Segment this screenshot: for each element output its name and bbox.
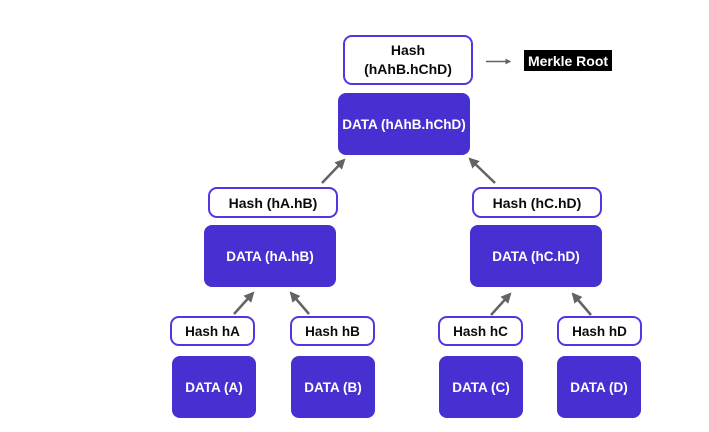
arrow-left-branch-to-root [321,158,346,184]
node-leaf-data-A: DATA (A) [172,356,256,418]
node-branch-right-data: DATA (hC.hD) [470,225,602,287]
node-leaf-hash-hC: Hash hC [438,316,523,346]
arrow-hashA-to-left-branch [233,291,255,315]
node-root-data: DATA (hAhB.hChD) [338,93,470,155]
node-root-hash-label: Hash (hAhB.hChD) [364,42,452,77]
node-leaf-hash-hB: Hash hB [290,316,375,346]
node-leaf-data-B: DATA (B) [291,356,375,418]
node-branch-right-hash: Hash (hC.hD) [472,187,602,218]
node-leaf-hash-hD: Hash hD [557,316,642,346]
arrow-hashC-to-right-branch [490,292,512,316]
node-root-hash: Hash (hAhB.hChD) [343,35,473,85]
arrow-right-branch-to-root [468,157,496,184]
merkle-root-label: Merkle Root [524,50,612,71]
node-leaf-data-D: DATA (D) [557,356,641,418]
arrow-hashD-to-right-branch [571,292,592,316]
node-leaf-hash-hA: Hash hA [170,316,255,346]
node-leaf-data-C: DATA (C) [439,356,523,418]
arrow-hashB-to-left-branch [289,291,310,315]
node-branch-left-data: DATA (hA.hB) [204,225,336,287]
node-branch-left-hash: Hash (hA.hB) [208,187,338,218]
